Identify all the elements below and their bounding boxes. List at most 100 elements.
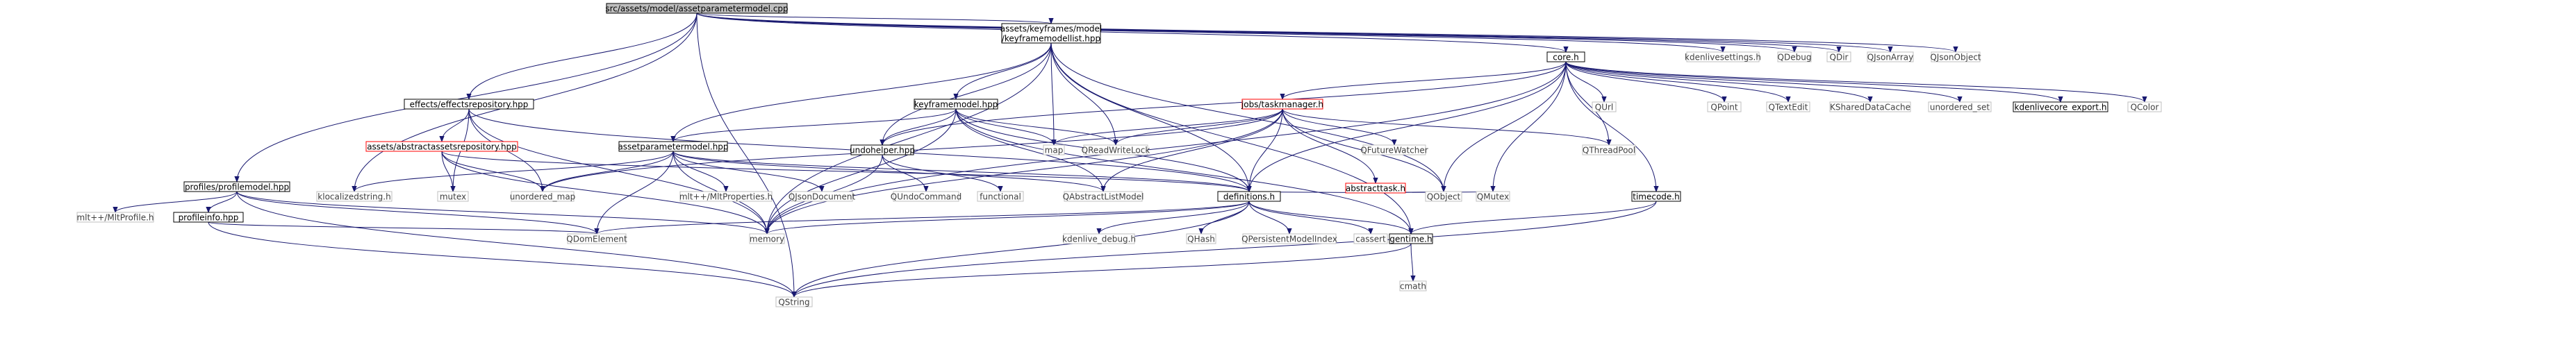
- edge-assetparammodel-to-klocalized: [354, 151, 674, 192]
- edge-jobs-to-qfuturewatcher: [1282, 108, 1394, 146]
- node-abstractrepo[interactable]: assets/abstractassetsrepository.hpp: [365, 141, 518, 152]
- node-qreadwritelock: QReadWriteLock: [1082, 144, 1150, 155]
- node-label: kdenlivecore_export.h: [2015, 103, 2107, 112]
- node-undohelper[interactable]: undohelper.hpp: [850, 144, 915, 155]
- node-kfmodellist[interactable]: assets/keyframes/model/keyframemodellist…: [1000, 23, 1103, 44]
- node-label: QUndoCommand: [891, 192, 961, 202]
- node-qjsondocument: QJsonDocument: [789, 191, 856, 202]
- edge-coreh-to-qpoint: [1565, 61, 1724, 103]
- edge-coreh-to-kshared: [1565, 61, 1870, 103]
- node-profileinfo[interactable]: profileinfo.hpp: [173, 212, 244, 223]
- node-abstracttask[interactable]: abstracttask.h: [1345, 183, 1406, 194]
- edge-gentime-to-qstring: [794, 243, 1412, 298]
- node-label: mlt++/MltProfile.h: [76, 213, 154, 223]
- node-label: kdenlive_debug.h: [1062, 235, 1136, 244]
- edge-assetparammodel-to-qabstractlistmodel: [672, 151, 1103, 192]
- edge-layer: [115, 12, 2145, 298]
- node-label: QObject: [1427, 192, 1461, 202]
- node-assetparammodel[interactable]: assetparametermodel.hpp: [618, 141, 729, 152]
- node-qabstractlistmodel: QAbstractListModel: [1063, 191, 1144, 202]
- edge-profilemodel-to-qstring: [236, 191, 794, 297]
- node-label: memory: [750, 235, 784, 244]
- node-kfmodel[interactable]: keyframemodel.hpp: [914, 99, 998, 110]
- node-label: kdenlivesettings.h: [1685, 53, 1761, 62]
- edge-definitions-to-kdenlivedebug: [1099, 201, 1250, 235]
- node-map: map: [1043, 144, 1065, 155]
- node-coreh[interactable]: core.h: [1546, 51, 1585, 62]
- edge-jobs-to-map: [1054, 108, 1283, 146]
- edge-root-to-effectsrepo: [469, 12, 697, 99]
- edge-undohelper-to-qundocommand: [882, 154, 926, 192]
- node-qdir: QDir: [1826, 51, 1851, 62]
- node-label: QDir: [1830, 53, 1849, 62]
- node-label: QReadWriteLock: [1082, 146, 1150, 155]
- node-label: QJsonDocument: [789, 192, 856, 202]
- node-definitions[interactable]: definitions.h: [1217, 191, 1281, 202]
- node-root[interactable]: src/assets/model/assetparametermodel.cpp: [605, 3, 789, 14]
- node-mutex: mutex: [437, 191, 469, 202]
- edge-undohelper-to-functional: [882, 154, 1000, 192]
- edge-root-to-kdenlivesettings: [696, 12, 1723, 53]
- edge-root-to-qstring: [696, 12, 794, 297]
- edge-jobs-to-qreadwritelock: [1116, 108, 1283, 146]
- node-cassert: cassert: [1353, 233, 1388, 244]
- node-unorderedset: unordered_set: [1928, 101, 1992, 112]
- node-qpoint: QPoint: [1707, 101, 1742, 112]
- edge-coreh-to-undohelper: [882, 61, 1567, 145]
- edge-profilemodel-to-mltprofile: [115, 191, 238, 213]
- edge-timecode-to-gentime: [1411, 201, 1657, 235]
- node-label: QAbstractListModel: [1063, 192, 1144, 202]
- edge-abstractrepo-to-unorderedmap: [441, 151, 543, 192]
- edge-coreh-to-timecode: [1565, 61, 1656, 192]
- edge-profileinfo-to-qdomelement: [208, 221, 597, 235]
- node-effectsrepo[interactable]: effects/effectsrepository.hpp: [404, 99, 534, 110]
- node-label: undohelper.hpp: [850, 146, 915, 155]
- node-jobs[interactable]: jobs/taskmanager.h: [1241, 99, 1323, 110]
- node-qobject: QObject: [1425, 191, 1462, 202]
- edge-gentime-to-cmath: [1411, 243, 1413, 281]
- edge-kfmodellist-to-assetparammodel: [673, 42, 1052, 142]
- node-gentime[interactable]: gentime.h: [1389, 233, 1433, 244]
- edge-timecode-to-qstring: [794, 201, 1657, 297]
- node-label: QPoint: [1710, 103, 1738, 112]
- edge-kfmodellist-to-kfmodel: [956, 42, 1052, 99]
- node-mltproperties: mlt++/MltProperties.h: [679, 191, 773, 202]
- node-label: effects/effectsrepository.hpp: [410, 100, 529, 110]
- edge-coreh-to-jobs: [1282, 61, 1567, 100]
- node-label: timecode.h: [1633, 192, 1679, 202]
- node-mltprofile: mlt++/MltProfile.h: [76, 212, 154, 223]
- node-label: profiles/profilemodel.hpp: [185, 183, 289, 192]
- node-qurl: QUrl: [1592, 101, 1617, 112]
- node-klocalized: klocalizedstring.h: [316, 191, 393, 202]
- edge-definitions-to-qstring: [794, 201, 1250, 297]
- edge-coreh-to-kdenlivecore: [1565, 61, 2061, 103]
- node-label: QJsonArray: [1867, 53, 1914, 62]
- node-cmath: cmath: [1399, 280, 1427, 291]
- edge-assetparammodel-to-definitions: [672, 151, 1249, 192]
- node-qstring: QString: [775, 296, 813, 307]
- node-label: assets/keyframes/model: [1000, 24, 1103, 34]
- node-label: QUrl: [1595, 103, 1614, 112]
- edge-coreh-to-qmutex: [1493, 61, 1567, 192]
- node-label: gentime.h: [1389, 235, 1432, 244]
- node-label: core.h: [1553, 53, 1578, 62]
- node-label: /keyframemodellist.hpp: [1002, 34, 1100, 44]
- edge-root-to-qjsonarray: [696, 12, 1890, 53]
- edge-coreh-to-unorderedset: [1565, 61, 1960, 103]
- edge-coreh-to-qurl: [1565, 61, 1604, 102]
- node-label: QString: [778, 298, 809, 307]
- node-label: QMutex: [1477, 192, 1509, 202]
- edge-profilemodel-to-qdomelement: [236, 191, 597, 235]
- node-label: QDomElement: [566, 235, 627, 244]
- node-unorderedmap: unordered_map: [510, 191, 575, 202]
- node-kdenlivecore[interactable]: kdenlivecore_export.h: [2013, 101, 2108, 112]
- node-profilemodel[interactable]: profiles/profilemodel.hpp: [183, 181, 290, 192]
- node-label: QFutureWatcher: [1360, 146, 1428, 155]
- node-timecode[interactable]: timecode.h: [1631, 191, 1681, 202]
- node-label: cmath: [1400, 282, 1426, 291]
- edge-abstractrepo-to-mutex: [441, 151, 453, 192]
- edge-assetparammodel-to-qjsondocument: [672, 151, 822, 192]
- edge-kfmodel-to-undohelper: [882, 108, 957, 146]
- edge-kfmodel-to-memory: [767, 108, 957, 234]
